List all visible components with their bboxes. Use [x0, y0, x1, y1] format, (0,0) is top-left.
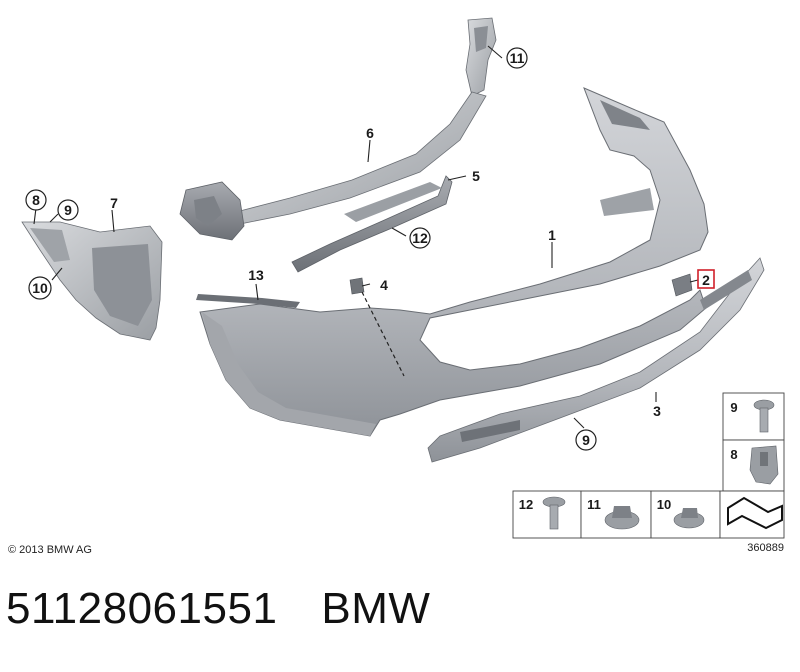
diffuser-3-part — [427, 257, 765, 463]
callout-6: 6 — [366, 125, 374, 141]
screw-12-icon — [542, 496, 566, 530]
callout-5: 5 — [472, 168, 480, 184]
callout-10: 10 — [28, 276, 52, 300]
legend-label-12: 12 — [519, 497, 533, 512]
svg-text:9: 9 — [64, 202, 72, 218]
svg-text:8: 8 — [32, 192, 40, 208]
small-parts-legend: 9 8 12 11 10 — [512, 392, 785, 539]
callout-9: 9 — [57, 199, 79, 221]
leader-lines — [33, 45, 699, 429]
side-bracket-7-part — [21, 221, 163, 341]
callout-3: 3 — [653, 403, 661, 419]
copyright-text: © 2013 BMW AG — [8, 544, 92, 556]
svg-text:9: 9 — [582, 432, 590, 448]
svg-text:2: 2 — [702, 272, 710, 288]
strip-13-part — [196, 294, 300, 308]
callout-12: 12 — [409, 227, 431, 249]
callout-4: 4 — [380, 277, 388, 293]
legend-label-9: 9 — [730, 400, 737, 415]
diagram-id: 360889 — [747, 542, 784, 554]
clip-4-part — [349, 277, 405, 377]
legend-label-8: 8 — [730, 447, 737, 462]
legend-label-10: 10 — [657, 497, 671, 512]
screw-9-icon — [753, 399, 775, 433]
carrier-rail-6-part — [179, 91, 487, 241]
bumper-panel-1-part — [199, 87, 709, 437]
seal-strip-icon — [727, 496, 783, 530]
svg-text:11: 11 — [510, 50, 525, 66]
callout-2-highlighted: 2 — [697, 269, 715, 289]
clip-nut-8-icon — [749, 445, 779, 485]
callout-8: 8 — [25, 189, 47, 211]
nut-10-icon — [673, 508, 705, 529]
callout-1: 1 — [548, 227, 556, 243]
nut-11-icon — [604, 506, 640, 530]
callout-13: 13 — [248, 267, 264, 283]
carrier-strip-5-part — [291, 175, 453, 273]
part-number-line: 51128061551 BMW — [6, 584, 430, 634]
svg-text:12: 12 — [412, 230, 428, 246]
callout-11: 11 — [506, 47, 528, 69]
svg-text:10: 10 — [32, 280, 48, 296]
trim-2-part — [671, 273, 693, 297]
bracket-11-part — [465, 17, 497, 97]
callout-7: 7 — [110, 195, 118, 211]
callout-9-lower: 9 — [575, 429, 597, 451]
legend-label-11: 11 — [587, 497, 601, 512]
brand-name: BMW — [321, 584, 431, 633]
part-number: 51128061551 — [6, 584, 278, 633]
